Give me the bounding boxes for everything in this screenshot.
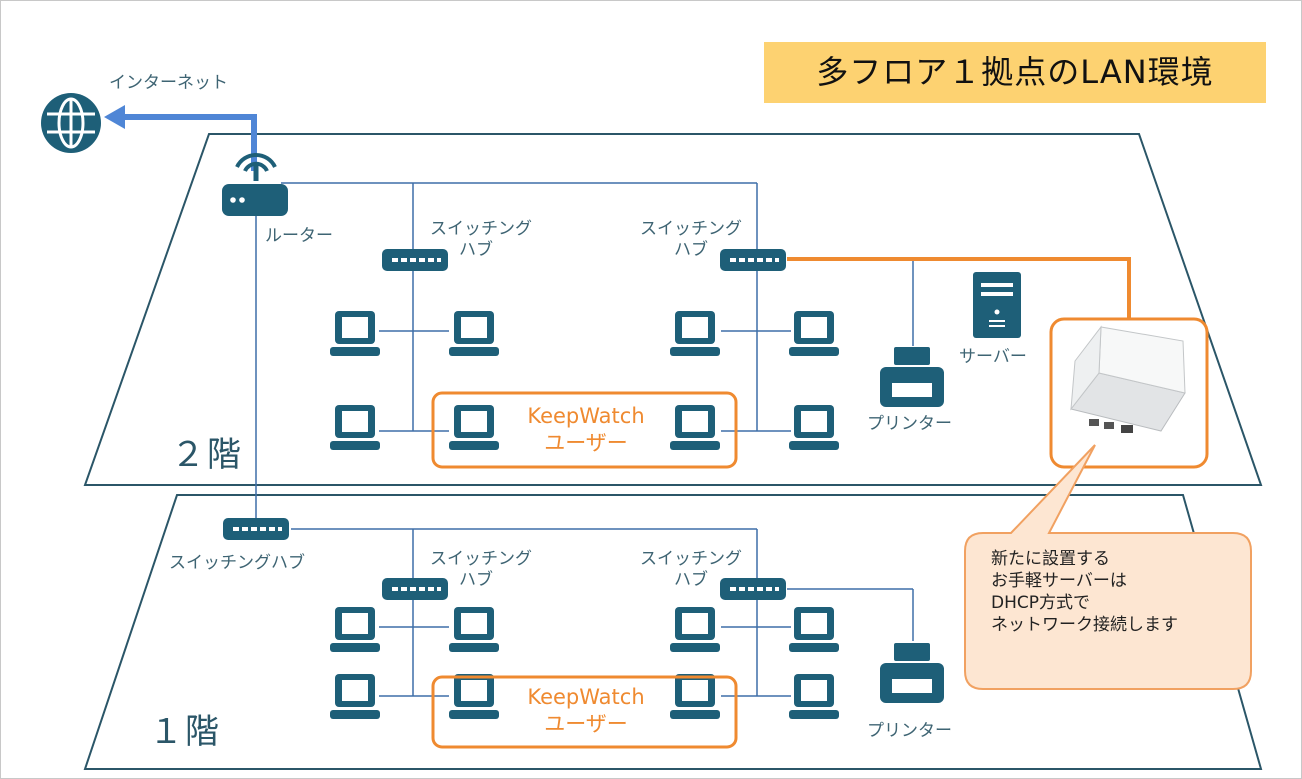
laptop-icon	[670, 674, 720, 719]
floor1-label: １階	[149, 712, 221, 752]
floor2-keepwatch-frame	[431, 391, 738, 469]
laptop-icon	[789, 607, 839, 652]
floor1-wiring	[291, 528, 914, 697]
laptop-icon	[670, 607, 720, 652]
floor1-printer-label: プリンター	[867, 721, 952, 741]
callout-line: ネットワーク接続します	[991, 615, 1178, 635]
internet-link	[119, 114, 257, 171]
callout-line: 新たに設置する	[991, 549, 1110, 569]
floor2-outline	[83, 133, 1263, 486]
laptop-icon	[330, 674, 380, 719]
laptop-icon	[670, 311, 720, 356]
laptop-icon	[449, 311, 499, 356]
floor1-main-switch-hub	[223, 518, 289, 540]
floor2-hub-left-label: スイッチングハブ	[430, 219, 532, 260]
floor2-hub-right-label: スイッチングハブ	[640, 219, 742, 260]
laptop-icon	[330, 405, 380, 450]
new-server-device	[1049, 317, 1209, 469]
floor2-printer-label: プリンター	[867, 414, 952, 434]
callout-line: DHCP方式で	[991, 593, 1090, 613]
server-icon	[973, 272, 1021, 338]
laptop-icon	[789, 405, 839, 450]
floor1-main-hub-label: スイッチングハブ	[169, 553, 305, 573]
laptop-icon	[789, 311, 839, 356]
internet-label: インターネット	[109, 73, 228, 93]
callout-bubble	[964, 444, 1252, 690]
laptop-icon	[449, 405, 499, 450]
router-label: ルーター	[265, 226, 333, 246]
laptop-icon	[330, 311, 380, 356]
floor2-wiring	[255, 182, 914, 529]
callout-line: お手軽サーバーは	[991, 571, 1127, 591]
server-link	[787, 257, 1131, 319]
floor1-hub-right-label: スイッチングハブ	[640, 549, 742, 590]
globe-icon	[41, 93, 101, 153]
floor1-keepwatch-frame	[431, 675, 738, 749]
laptop-icon	[449, 674, 499, 719]
laptop-icon	[670, 405, 720, 450]
floor2-label: ２階	[171, 435, 243, 475]
server-label: サーバー	[959, 347, 1027, 367]
internet-arrowhead	[104, 105, 125, 129]
floor1-hub-left-label: スイッチングハブ	[430, 549, 532, 590]
router-icon	[222, 153, 288, 216]
callout-text: 新たに設置する お手軽サーバーは DHCP方式で ネットワーク接続します	[991, 548, 1251, 636]
laptop-icon	[789, 674, 839, 719]
laptop-icon	[330, 607, 380, 652]
laptop-icon	[449, 607, 499, 652]
diagram-title: 多フロア１拠点のLAN環境	[764, 42, 1266, 103]
